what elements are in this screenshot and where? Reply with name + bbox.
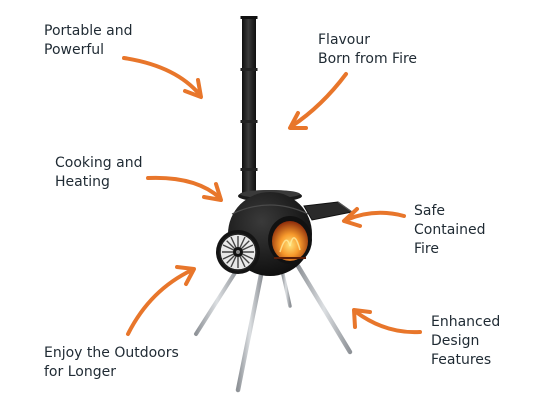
feature-label-flavour: Flavour Born from Fire	[318, 31, 417, 69]
side-shelf	[303, 201, 354, 221]
feature-label-safe-line2: Contained	[414, 222, 486, 238]
feature-label-flavour-line1: Flavour	[318, 32, 371, 48]
fire-window	[268, 216, 312, 264]
feature-label-portable-line2: Powerful	[44, 42, 105, 58]
feature-label-enhanced: Enhanced Design Features	[431, 313, 500, 370]
leg-front-center	[235, 267, 265, 393]
arrow-flavour-icon	[288, 72, 348, 130]
feature-label-enjoy-line1: Enjoy the Outdoors	[44, 345, 179, 361]
feature-label-safe-line3: Fire	[414, 241, 439, 257]
feature-label-safe-line1: Safe	[414, 203, 446, 219]
feature-label-cooking: Cooking and Heating	[55, 154, 142, 192]
stove-legs	[194, 263, 353, 393]
arrow-safe-icon	[342, 207, 406, 228]
arrow-enjoy-icon	[126, 265, 196, 336]
feature-label-enhanced-line2: Design	[431, 333, 480, 349]
arrow-portable-icon	[122, 56, 203, 99]
feature-label-cooking-line2: Heating	[55, 174, 110, 190]
feature-label-portable: Portable and Powerful	[44, 22, 133, 60]
arrow-cooking-icon	[146, 175, 223, 202]
feature-label-enhanced-line3: Features	[431, 352, 492, 368]
feature-label-flavour-line2: Born from Fire	[318, 51, 418, 67]
air-vent-door	[216, 230, 260, 274]
flue-pipe	[240, 16, 258, 196]
arrow-enhanced-icon	[352, 308, 422, 335]
leg-front-left	[194, 266, 240, 336]
leg-back	[280, 268, 292, 308]
feature-label-cooking-line1: Cooking and	[55, 155, 143, 171]
feature-label-enhanced-line1: Enhanced	[431, 314, 501, 330]
feature-label-enjoy-line2: for Longer	[44, 364, 116, 380]
leg-front-right	[295, 263, 353, 355]
feature-label-enjoy: Enjoy the Outdoors for Longer	[44, 344, 179, 382]
feature-label-portable-line1: Portable and	[44, 23, 133, 39]
arrows	[122, 56, 422, 336]
feature-label-safe: Safe Contained Fire	[414, 202, 486, 259]
fire-icon	[272, 221, 308, 261]
